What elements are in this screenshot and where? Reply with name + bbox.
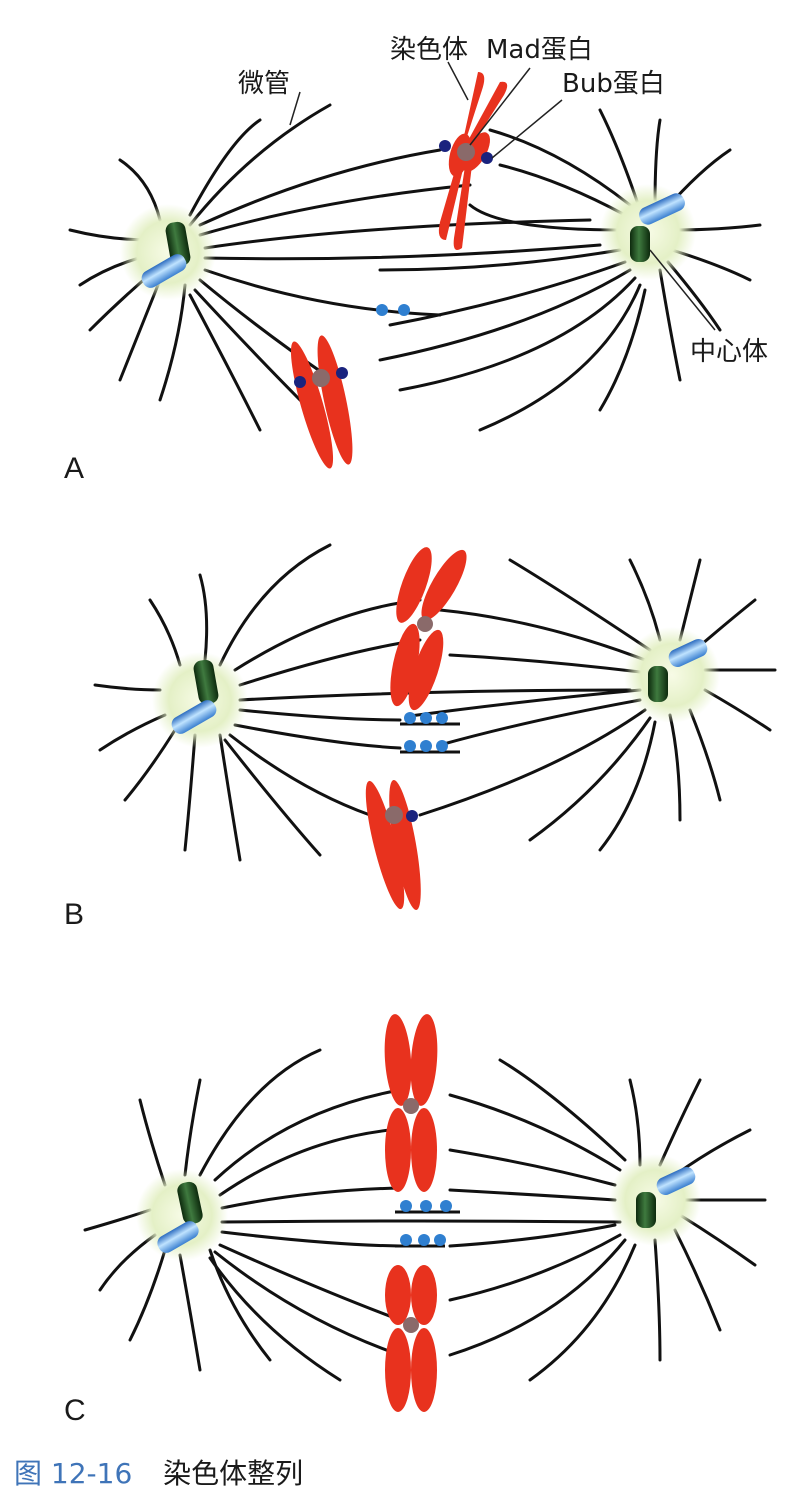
microtubule-label: 微管 — [238, 69, 290, 99]
centromere — [385, 806, 403, 824]
mad-bub-protein — [481, 152, 493, 164]
protein-on-microtubule — [395, 1200, 460, 1248]
figure-caption: 图 12-16 染色体整列 — [14, 1452, 303, 1492]
mad-bub-protein — [406, 810, 418, 822]
centrosome-left — [120, 204, 216, 300]
centromere — [403, 1098, 419, 1114]
mad-protein-label: Mad蛋白 — [486, 35, 593, 65]
centromere — [457, 143, 475, 161]
chromosome-b-upper — [390, 547, 467, 711]
centromere — [312, 369, 330, 387]
mad-bub-protein — [294, 376, 306, 388]
chromosome-c-upper — [384, 1014, 438, 1192]
chromosome-a-upper — [438, 72, 508, 251]
panel-c-letter: C — [64, 1394, 86, 1427]
panel-c: C — [64, 1014, 767, 1427]
centrosome-right — [624, 627, 720, 723]
centrosome-right — [600, 184, 696, 280]
chromosome-label: 染色体 — [390, 35, 468, 65]
centrosome-right — [609, 1154, 701, 1246]
chromosome-c-lower — [385, 1265, 437, 1412]
centromere — [417, 616, 433, 632]
centrosome-label: 中心体 — [690, 337, 768, 367]
centrosome-left — [152, 652, 248, 748]
centrosome-left — [136, 1169, 228, 1261]
protein-on-microtubule — [376, 304, 410, 316]
protein-on-microtubule — [400, 712, 460, 754]
mad-bub-protein — [336, 367, 348, 379]
panel-a-letter: A — [64, 452, 84, 485]
label-leaders — [289, 61, 716, 331]
panel-b-letter: B — [64, 898, 84, 931]
panel-b: B — [64, 543, 777, 931]
figure-title: 染色体整列 — [163, 1457, 304, 1490]
chromosome-b-lower — [365, 779, 421, 911]
centromere — [403, 1317, 419, 1333]
bub-protein-label: Bub蛋白 — [562, 69, 665, 99]
chromosome-a-lower — [290, 335, 353, 469]
figure-number: 图 12-16 — [14, 1457, 133, 1490]
panel-a: 微管 染色体 Mad蛋白 Bub蛋白 中心体 A — [64, 35, 768, 485]
mad-bub-protein — [439, 140, 451, 152]
